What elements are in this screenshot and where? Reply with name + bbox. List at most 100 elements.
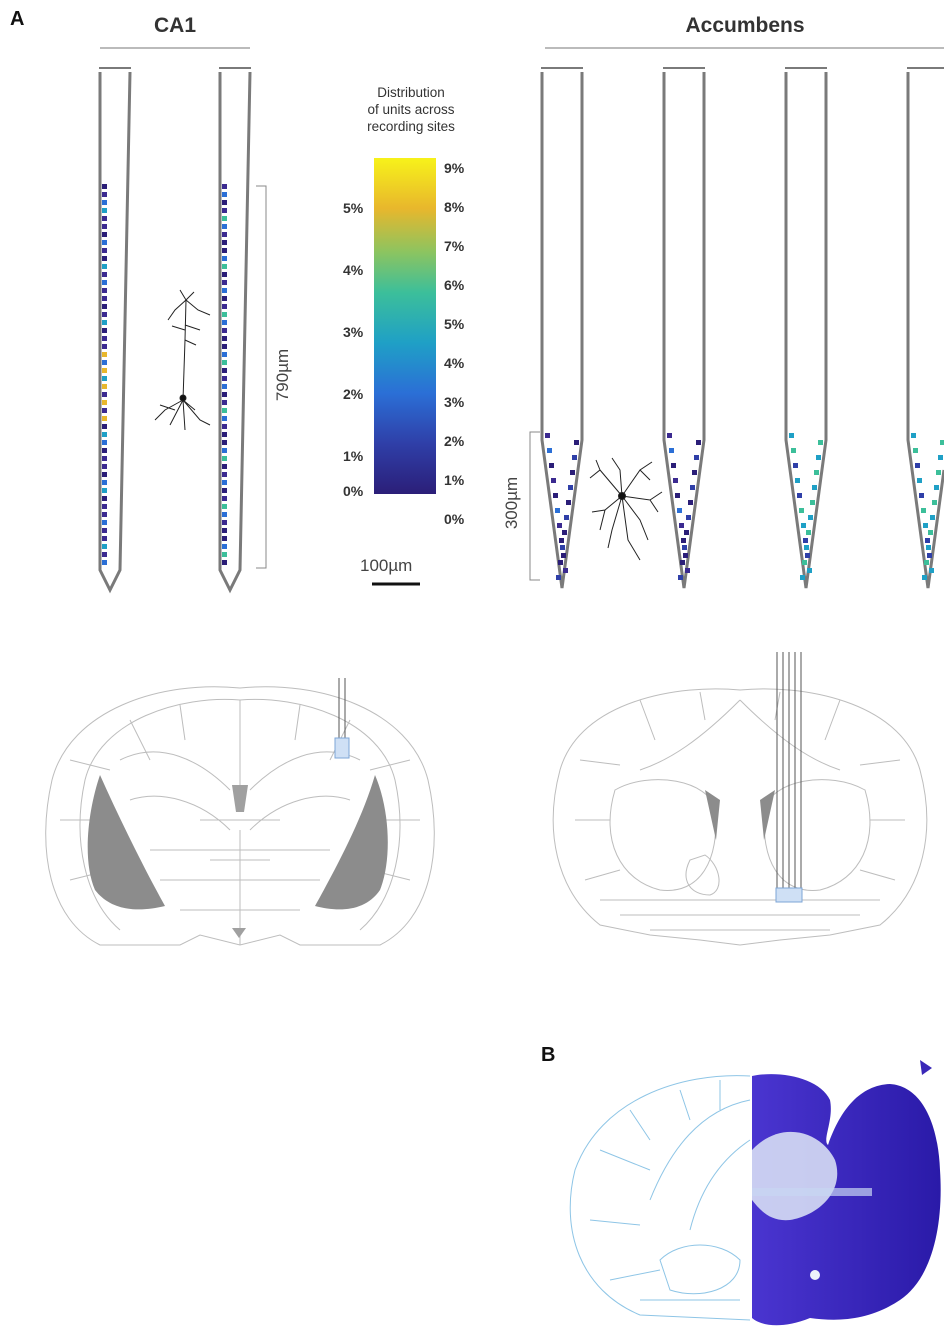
- recording-site: [222, 472, 227, 477]
- recording-site: [222, 256, 227, 261]
- recording-site: [805, 553, 810, 558]
- accumbens-probe-3: [785, 68, 827, 588]
- recording-site: [673, 478, 678, 483]
- recording-site: [102, 448, 107, 453]
- recording-site: [102, 368, 107, 373]
- recording-site: [222, 504, 227, 509]
- recording-site: [222, 336, 227, 341]
- panel-b-atlas-outline: [570, 1076, 750, 1320]
- recording-site: [222, 400, 227, 405]
- recording-site: [102, 512, 107, 517]
- recording-site: [102, 504, 107, 509]
- ca1-grey-region-left: [88, 775, 165, 909]
- recording-site: [222, 296, 227, 301]
- recording-site: [677, 508, 682, 513]
- recording-site: [102, 288, 107, 293]
- recording-site: [102, 536, 107, 541]
- recording-site: [102, 384, 107, 389]
- recording-site: [102, 408, 107, 413]
- recording-site: [560, 545, 565, 550]
- recording-site: [808, 515, 813, 520]
- recording-site: [559, 538, 564, 543]
- recording-site: [923, 523, 928, 528]
- recording-site: [102, 424, 107, 429]
- recording-site: [222, 392, 227, 397]
- recording-site: [102, 480, 107, 485]
- accumbens-depth-bracket: [530, 432, 540, 580]
- recording-site: [564, 515, 569, 520]
- recording-site: [102, 312, 107, 317]
- recording-site: [558, 560, 563, 565]
- recording-site: [917, 478, 922, 483]
- recording-site: [222, 376, 227, 381]
- recording-site: [102, 560, 107, 565]
- recording-site: [222, 424, 227, 429]
- recording-site: [930, 515, 935, 520]
- recording-site: [222, 216, 227, 221]
- recording-site: [222, 288, 227, 293]
- colorbar: [374, 158, 436, 494]
- recording-site: [561, 553, 566, 558]
- recording-site: [667, 433, 672, 438]
- recording-site: [679, 523, 684, 528]
- recording-site: [570, 470, 575, 475]
- recording-site: [222, 488, 227, 493]
- recording-site: [102, 224, 107, 229]
- recording-site: [222, 560, 227, 565]
- recording-site: [566, 500, 571, 505]
- recording-site: [102, 328, 107, 333]
- recording-site: [102, 520, 107, 525]
- recording-site: [696, 440, 701, 445]
- recording-site: [102, 232, 107, 237]
- recording-site: [222, 480, 227, 485]
- recording-site: [102, 280, 107, 285]
- recording-site: [222, 552, 227, 557]
- recording-site: [545, 433, 550, 438]
- recording-site: [791, 448, 796, 453]
- recording-site: [102, 360, 107, 365]
- recording-site: [222, 448, 227, 453]
- recording-site: [669, 448, 674, 453]
- recording-site: [102, 248, 107, 253]
- recording-site: [928, 530, 933, 535]
- recording-site: [222, 200, 227, 205]
- recording-site: [102, 464, 107, 469]
- ca1-depth-bracket: [256, 186, 266, 568]
- recording-site: [102, 552, 107, 557]
- recording-site: [102, 432, 107, 437]
- recording-site: [551, 478, 556, 483]
- recording-site: [102, 208, 107, 213]
- recording-site: [102, 240, 107, 245]
- recording-site: [799, 508, 804, 513]
- panel-b-stain-fragment: [920, 1060, 932, 1075]
- ca1-grey-region-right: [315, 775, 388, 909]
- recording-site: [222, 456, 227, 461]
- recording-site: [940, 440, 944, 445]
- ca1-ventricle: [232, 785, 248, 812]
- recording-site: [102, 496, 107, 501]
- accumbens-electrode-tracks: [777, 652, 801, 892]
- recording-site: [801, 523, 806, 528]
- pyramidal-neuron-icon: [155, 290, 210, 430]
- recording-site: [222, 360, 227, 365]
- recording-site: [685, 568, 690, 573]
- recording-site: [549, 463, 554, 468]
- recording-site: [222, 328, 227, 333]
- recording-site: [222, 536, 227, 541]
- recording-site: [807, 568, 812, 573]
- recording-site: [671, 463, 676, 468]
- recording-site: [102, 440, 107, 445]
- recording-site: [102, 296, 107, 301]
- recording-site: [924, 560, 929, 565]
- recording-site: [222, 312, 227, 317]
- recording-site: [568, 485, 573, 490]
- recording-site: [814, 470, 819, 475]
- recording-site: [562, 530, 567, 535]
- recording-site: [222, 432, 227, 437]
- recording-site: [222, 184, 227, 189]
- recording-site: [553, 493, 558, 498]
- recording-site: [938, 455, 943, 460]
- recording-site: [102, 344, 107, 349]
- recording-site: [804, 545, 809, 550]
